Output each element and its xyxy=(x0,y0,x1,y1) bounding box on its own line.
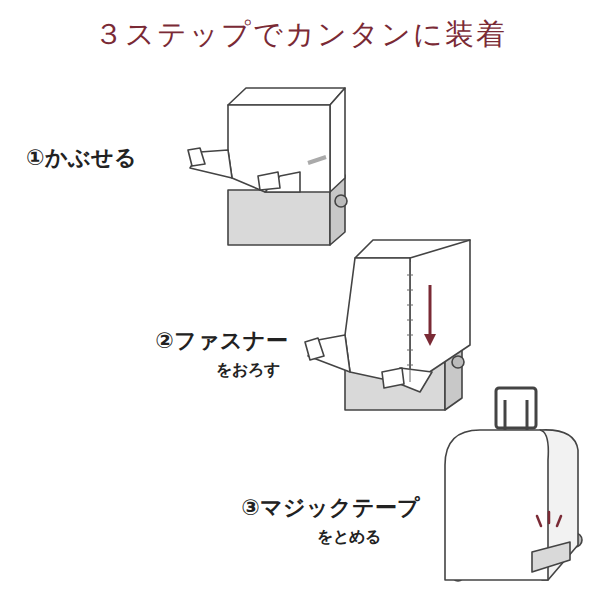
velcro-tab xyxy=(188,148,205,166)
wheel xyxy=(335,195,347,207)
suitcase-body xyxy=(228,190,330,245)
suitcase-handle xyxy=(496,388,536,428)
cover-front xyxy=(228,105,330,192)
velcro-tab xyxy=(382,368,404,388)
diagram-title: ３ステップでカンタンに装着 xyxy=(94,15,507,55)
down-arrow xyxy=(424,285,436,346)
cover-top xyxy=(228,88,345,105)
cover-front xyxy=(345,258,410,385)
wheel xyxy=(452,356,464,368)
step-sublabel: をとめる xyxy=(317,527,381,548)
step-label: ①かぶせる xyxy=(26,143,137,173)
velcro-tab xyxy=(532,542,570,572)
velcro-tab xyxy=(258,172,280,190)
velcro-strip xyxy=(308,157,326,163)
zipper xyxy=(410,262,411,382)
cover-side xyxy=(410,240,470,385)
fasten-marks xyxy=(537,512,561,526)
step-label: ③マジックテープ xyxy=(241,493,420,523)
step-label: ②ファスナー xyxy=(155,326,288,356)
cover-side xyxy=(330,88,345,192)
step-sublabel: をおろす xyxy=(216,360,280,381)
zipper-teeth xyxy=(407,275,413,365)
velcro-tab xyxy=(305,338,324,360)
